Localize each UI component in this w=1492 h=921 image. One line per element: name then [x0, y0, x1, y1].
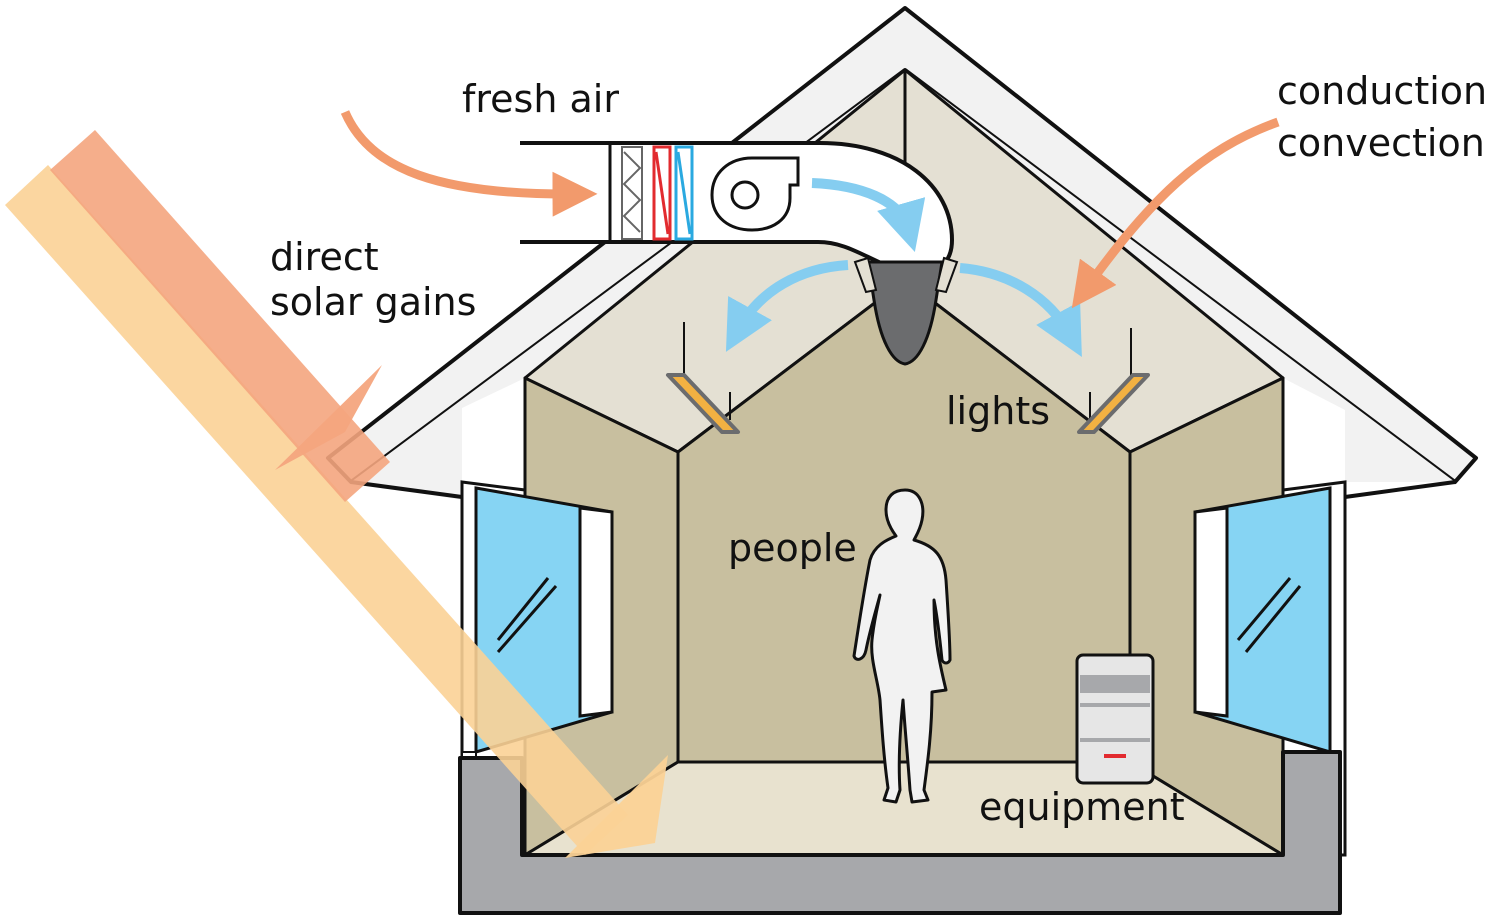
direct-label: direct	[270, 235, 379, 279]
equipment-label: equipment	[979, 785, 1185, 829]
ceiling-light-icon-right	[1077, 328, 1150, 434]
ceiling-light-icon-left	[666, 322, 740, 434]
person-silhouette-icon	[852, 488, 952, 804]
lights-label: lights	[946, 389, 1050, 433]
air-handling-unit	[520, 141, 955, 276]
solar-arrowhead-upper	[275, 365, 382, 470]
conduction-arrow	[1071, 117, 1280, 309]
supply-air-arrow-left	[725, 260, 849, 352]
solar-arrowhead-lower	[565, 755, 668, 858]
convection-label: convection	[1277, 121, 1485, 165]
ceiling-diffuser	[853, 256, 959, 366]
fresh-air-label: fresh air	[462, 77, 619, 121]
solar-gain-beams	[5, 130, 668, 858]
solar-gains-label: solar gains	[270, 280, 476, 324]
centrifugal-fan-icon	[710, 156, 800, 232]
foundation	[458, 750, 1342, 915]
people-label: people	[728, 526, 857, 570]
supply-air-arrow-right	[959, 263, 1082, 357]
conduction-label: conduction	[1277, 69, 1487, 113]
equipment-cabinet-icon	[1075, 653, 1155, 785]
fresh-air-arrow	[340, 110, 598, 217]
